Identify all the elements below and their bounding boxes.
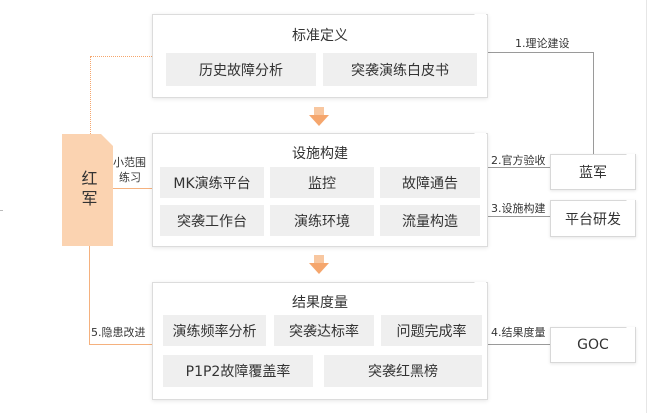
platform-dev-node: 平台研发 <box>550 200 636 237</box>
edge-label-practice: 练习 <box>119 171 141 184</box>
item-surprise-drill-whitepaper: 突袭演练白皮书 <box>323 53 477 86</box>
item-surprise-pass-rate: 突袭达标率 <box>274 315 374 346</box>
item-surprise-leaderboard: 突袭红黑榜 <box>324 355 482 387</box>
connector-fix-h <box>89 344 153 345</box>
red-team-block: 红军 <box>62 134 113 246</box>
dotted-connector-h <box>90 56 152 57</box>
section-fold-1 <box>474 14 486 26</box>
item-drill-environment: 演练环境 <box>270 205 374 236</box>
blue-team-label: 蓝军 <box>579 165 607 181</box>
arrow-down-icon <box>309 255 329 274</box>
section-facility-build: 设施构建 MK演练平台 监控 故障通告 突袭工作台 演练环境 流量构造 <box>152 133 488 247</box>
edge-label-fix: 5.隐患改进 <box>91 326 146 339</box>
connector-measure <box>486 344 550 345</box>
dotted-connector-v <box>90 56 91 134</box>
platform-dev-label: 平台研发 <box>565 211 621 228</box>
section-fold-2 <box>474 133 486 145</box>
edge-label-facility: 3.设施构建 <box>491 202 546 215</box>
blue-team-fold <box>626 154 635 163</box>
edge-label-acceptance: 2.官方验收 <box>491 154 546 167</box>
edge-label-small-scope: 小范围 <box>113 156 146 169</box>
connector-acceptance <box>486 167 550 168</box>
goc-fold <box>626 327 635 336</box>
connector-facility <box>486 216 550 217</box>
item-fault-notice: 故障通告 <box>380 167 480 198</box>
connector-fix-v <box>89 246 90 344</box>
left-edge-marker <box>0 210 3 211</box>
section-result-measure: 结果度量 演练频率分析 突袭达标率 问题完成率 P1P2故障覆盖率 突袭红黑榜 <box>152 282 488 400</box>
blue-team-node: 蓝军 <box>550 154 636 190</box>
connector-theory-h1 <box>487 52 593 53</box>
section-title: 标准定义 <box>292 28 348 44</box>
right-edge-marker <box>646 0 647 413</box>
item-monitoring: 监控 <box>270 167 374 198</box>
goc-node: GOC <box>550 327 636 363</box>
red-team-fold <box>101 134 113 146</box>
item-issue-completion-rate: 问题完成率 <box>381 315 482 346</box>
goc-label: GOC <box>577 337 609 353</box>
edge-label-measure: 4.结果度量 <box>491 326 546 339</box>
connector-theory-v <box>593 52 594 155</box>
item-mk-drill-platform: MK演练平台 <box>160 167 264 198</box>
item-p1p2-fault-coverage: P1P2故障覆盖率 <box>163 355 313 387</box>
edge-label-theory: 1.理论建设 <box>515 37 570 50</box>
red-team-label: 红军 <box>78 170 98 210</box>
item-history-fault-analysis: 历史故障分析 <box>166 53 316 86</box>
section-title: 设施构建 <box>292 146 348 162</box>
item-traffic-construction: 流量构造 <box>380 205 480 236</box>
section-fold-3 <box>474 282 486 294</box>
section-title: 结果度量 <box>292 295 348 311</box>
item-surprise-workbench: 突袭工作台 <box>160 205 264 236</box>
connector-small-scope <box>113 188 153 189</box>
platform-dev-fold <box>626 200 635 209</box>
section-standard-definition: 标准定义 历史故障分析 突袭演练白皮书 <box>152 14 488 98</box>
item-drill-frequency-analysis: 演练频率分析 <box>163 315 266 346</box>
arrow-down-icon <box>309 107 329 126</box>
